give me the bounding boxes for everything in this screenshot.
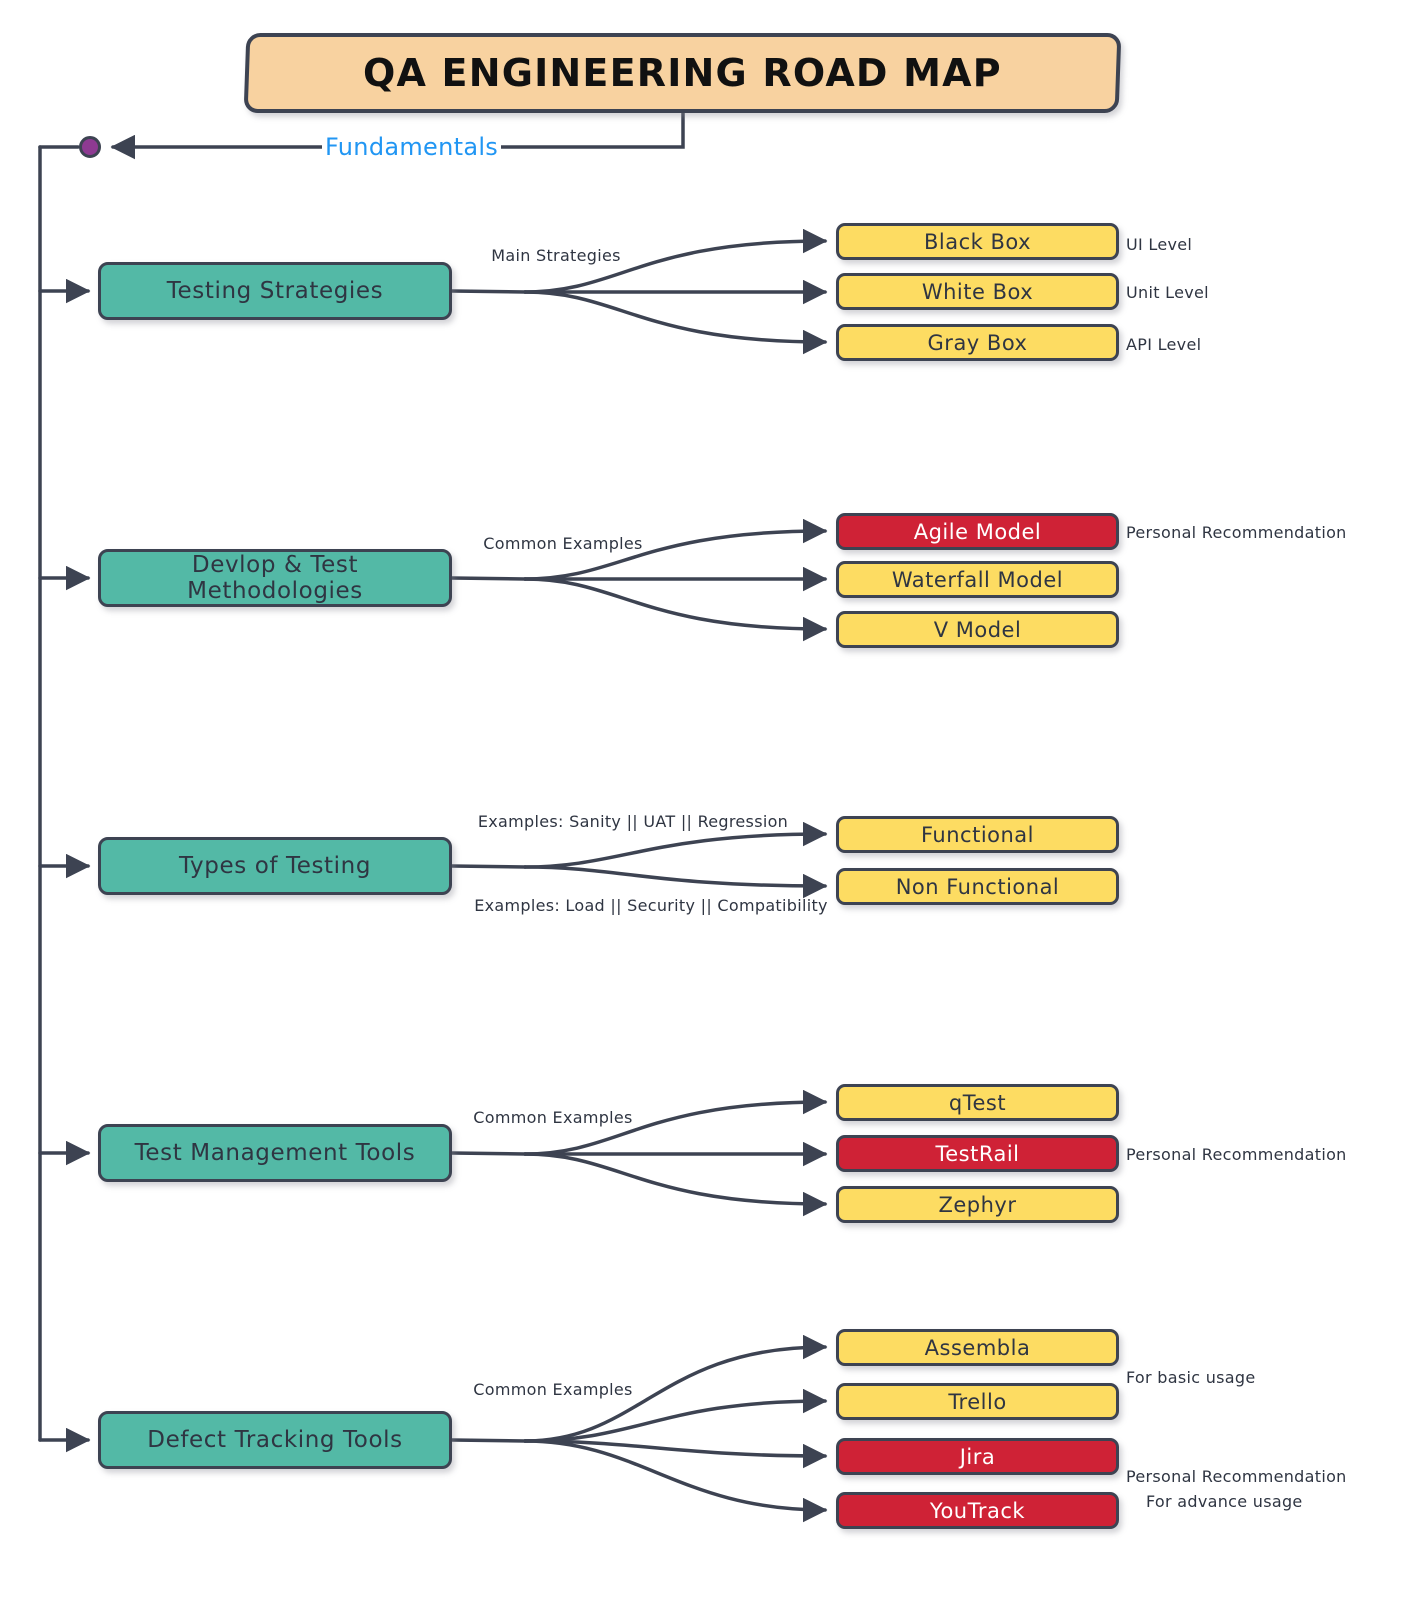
- leaf-node-gray-box[interactable]: Gray Box: [836, 324, 1119, 361]
- side-label-testrail-recommendation: Personal Recommendation: [1126, 1145, 1347, 1164]
- leaf-label: YouTrack: [929, 1498, 1026, 1523]
- leaf-label: White Box: [921, 279, 1034, 304]
- leaf-node-testrail[interactable]: TestRail: [836, 1135, 1119, 1172]
- leaf-label: Non Functional: [895, 874, 1060, 899]
- leaf-node-v-model[interactable]: V Model: [836, 611, 1119, 648]
- edge-label-common-examples-defect-tracking: Common Examples: [473, 1380, 633, 1399]
- branch-node-types-of-testing[interactable]: Types of Testing: [98, 837, 452, 895]
- leaf-label: TestRail: [935, 1141, 1020, 1166]
- leaf-label: Trello: [948, 1389, 1007, 1414]
- leaf-label: qTest: [948, 1090, 1007, 1115]
- side-label-ui-level: UI Level: [1126, 235, 1193, 254]
- branch-label: Testing Strategies: [166, 278, 384, 304]
- root-junction-dot: [79, 136, 101, 158]
- leaf-node-youtrack[interactable]: YouTrack: [836, 1492, 1119, 1529]
- leaf-node-agile-model[interactable]: Agile Model: [836, 513, 1119, 550]
- leaf-label: Agile Model: [913, 519, 1042, 544]
- side-label-jira-recommendation: Personal Recommendation: [1126, 1467, 1347, 1486]
- leaf-node-qtest[interactable]: qTest: [836, 1084, 1119, 1121]
- root-edge-label: Fundamentals: [322, 133, 502, 161]
- edge-label-common-examples-test-management: Common Examples: [473, 1108, 633, 1127]
- leaf-label: Functional: [920, 822, 1035, 847]
- edge-label-main-strategies: Main Strategies: [491, 246, 621, 265]
- leaf-label: Gray Box: [927, 330, 1028, 355]
- leaf-label: Waterfall Model: [891, 567, 1064, 592]
- leaf-label: Jira: [959, 1444, 996, 1469]
- leaf-node-non-functional[interactable]: Non Functional: [836, 868, 1119, 905]
- leaf-label: Assembla: [924, 1335, 1031, 1360]
- branch-label: Devlop & Test Methodologies: [187, 552, 363, 604]
- side-label-for-advance-usage: For advance usage: [1146, 1492, 1303, 1511]
- branch-node-test-management-tools[interactable]: Test Management Tools: [98, 1124, 452, 1182]
- edge-label-nonfunctional-examples: Examples: Load || Security || Compatibil…: [474, 896, 828, 915]
- branch-label: Types of Testing: [178, 853, 372, 879]
- side-label-agile-recommendation: Personal Recommendation: [1126, 523, 1347, 542]
- leaf-node-black-box[interactable]: Black Box: [836, 223, 1119, 260]
- branch-node-defect-tracking-tools[interactable]: Defect Tracking Tools: [98, 1411, 452, 1469]
- edge-label-functional-examples: Examples: Sanity || UAT || Regression: [477, 812, 789, 831]
- side-label-unit-level: Unit Level: [1126, 283, 1209, 302]
- branch-node-methodologies[interactable]: Devlop & Test Methodologies: [98, 549, 452, 607]
- leaf-node-waterfall-model[interactable]: Waterfall Model: [836, 561, 1119, 598]
- branch-label: Test Management Tools: [134, 1140, 416, 1166]
- leaf-node-white-box[interactable]: White Box: [836, 273, 1119, 310]
- diagram-title: QA ENGINEERING ROAD MAP: [243, 33, 1122, 113]
- branch-label: Defect Tracking Tools: [147, 1427, 403, 1453]
- leaf-label: V Model: [933, 617, 1022, 642]
- leaf-label: Black Box: [923, 229, 1032, 254]
- page-title: QA ENGINEERING ROAD MAP: [363, 51, 1002, 95]
- branch-node-testing-strategies[interactable]: Testing Strategies: [98, 262, 452, 320]
- leaf-node-zephyr[interactable]: Zephyr: [836, 1186, 1119, 1223]
- side-label-for-basic-usage: For basic usage: [1126, 1368, 1256, 1387]
- leaf-node-jira[interactable]: Jira: [836, 1438, 1119, 1475]
- leaf-node-assembla[interactable]: Assembla: [836, 1329, 1119, 1366]
- leaf-label: Zephyr: [938, 1192, 1017, 1217]
- edge-label-common-examples-methodologies: Common Examples: [483, 534, 643, 553]
- side-label-api-level: API Level: [1126, 335, 1202, 354]
- leaf-node-trello[interactable]: Trello: [836, 1383, 1119, 1420]
- leaf-node-functional[interactable]: Functional: [836, 816, 1119, 853]
